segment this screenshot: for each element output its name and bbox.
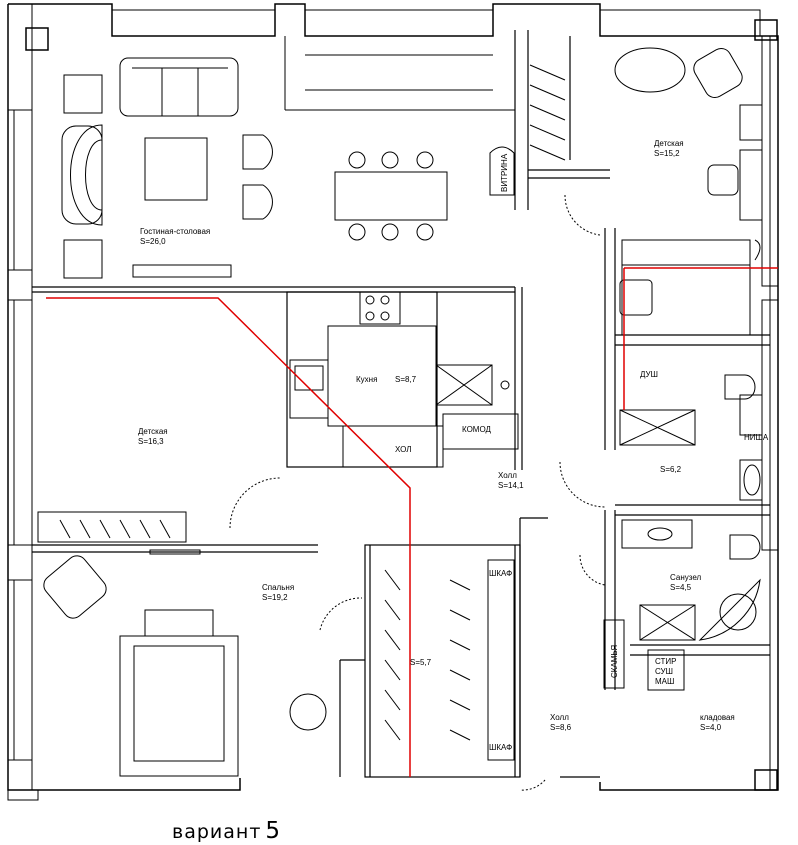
kids-top-area: S=15,2 [654,149,680,158]
kitchen-area: S=8,7 [395,375,417,384]
dryer-line3: МАШ [655,677,674,686]
bedroom-area: S=19,2 [262,593,288,602]
dryer-line2: СУШ [655,667,673,676]
shkaf-bottom-label: ШКАФ [489,743,512,752]
hall-center-name: Холл [498,471,517,480]
room-labels: Гостиная-столовая S=26,0 Детская S=15,2 … [138,139,735,732]
kitchen-name: Кухня [356,375,377,384]
kids-left-furniture [37,511,187,543]
hall-bottom-name: Холл [550,713,569,722]
kitchen-furniture [289,291,519,468]
hol-label: ХОЛ [395,445,411,454]
hall-bottom-area: S=8,6 [550,723,572,732]
skamya-label: СКАМЬЯ [610,645,619,678]
caption-label: вариант [172,821,262,843]
hall-center-area: S=14,1 [498,481,524,490]
dryer-line1: СТИР [655,657,676,666]
bedroom-furniture [43,549,327,777]
dush-label: ДУШ [640,370,658,379]
shkaf-top-label: ШКАФ [489,569,512,578]
wc-name: Санузел [670,573,701,582]
bath-top-area: S=6,2 [660,465,682,474]
kids-left-name: Детская [138,427,168,436]
doors [229,194,606,791]
outer-walls [7,3,779,801]
storage-area: S=4,0 [700,723,722,732]
living-area: S=26,0 [140,237,166,246]
caption-number: 5 [265,818,282,844]
vitrina-label: ВИТРИНА [500,153,509,192]
storage-name: кладовая [700,713,735,722]
bathroom-top-fixtures [619,374,763,501]
kids-top-name: Детская [654,139,684,148]
kids-top-furniture [614,47,763,336]
nisha-label: НИША [744,433,769,442]
bedroom-name: Спальня [262,583,294,592]
route-line [46,267,778,777]
furniture-labels: ВИТРИНА ХОЛ КОМОД ДУШ НИША ШКАФ ШКАФ СКА… [395,153,769,752]
living-furniture [61,57,515,279]
wc-fixtures [603,519,761,691]
wc-area: S=4,5 [670,583,692,592]
kids-left-area: S=16,3 [138,437,164,446]
vitrina-shelves [529,64,566,161]
komod-label: КОМОД [462,425,492,434]
wardrobe-area: S=5,7 [410,658,432,667]
interior-walls [32,30,770,778]
wardrobe-hangers [384,559,515,761]
living-name: Гостиная-столовая [140,227,210,236]
